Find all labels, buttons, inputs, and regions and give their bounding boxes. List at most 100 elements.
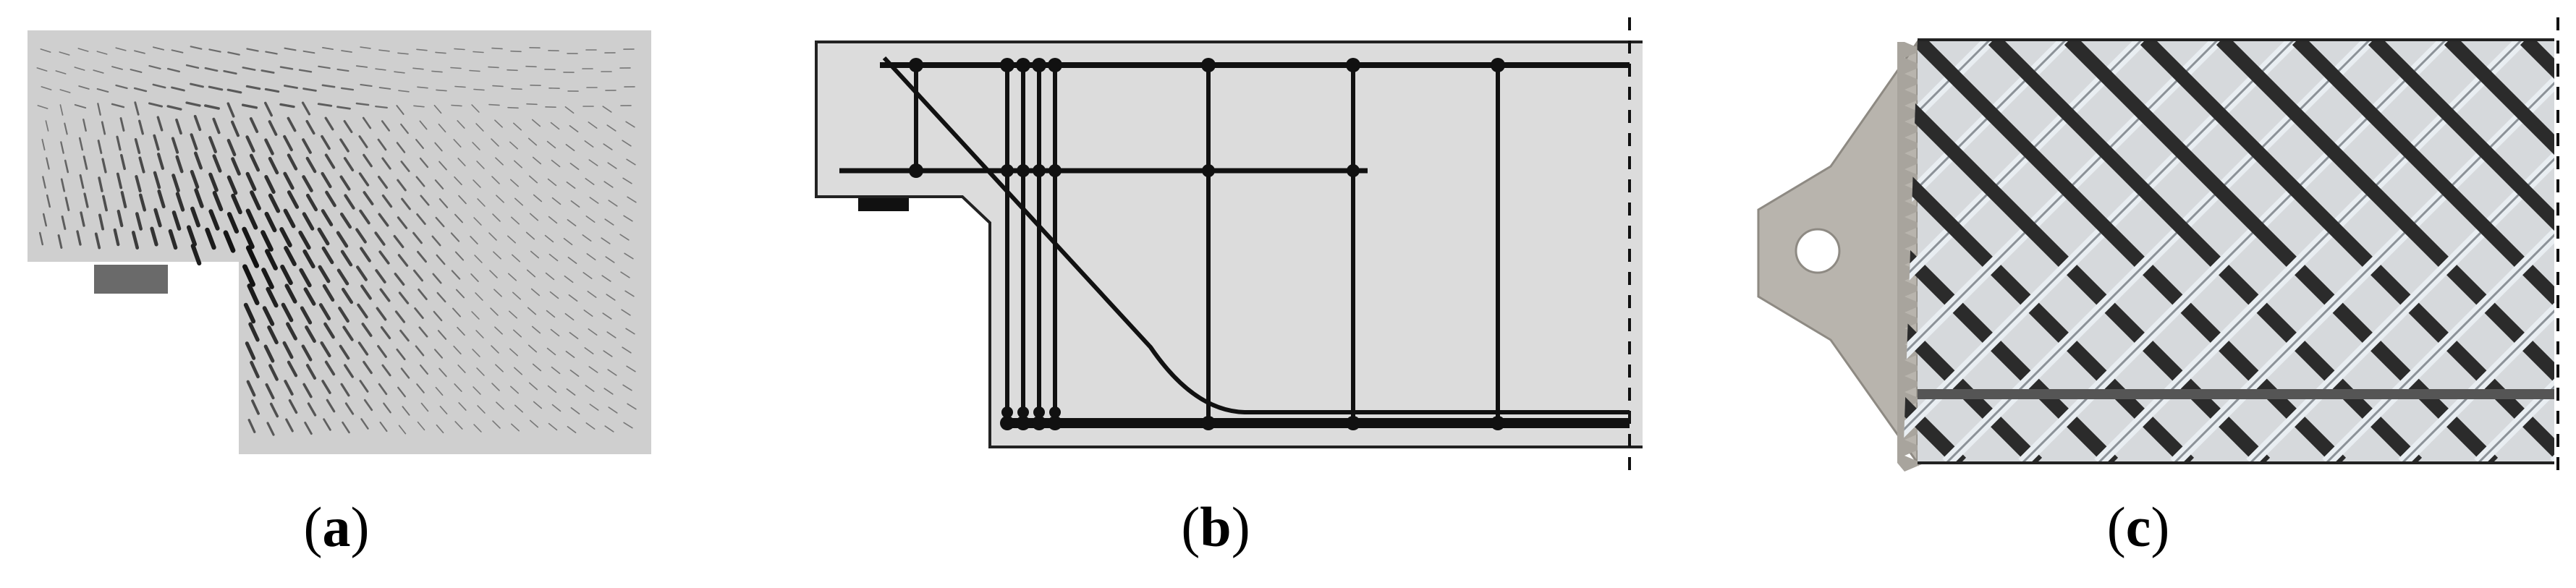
stress-dash: [284, 380, 294, 396]
stress-dash: [212, 190, 224, 212]
bar-node: [1017, 406, 1029, 418]
stress-dash: [298, 69, 313, 73]
stress-dash: [627, 403, 637, 410]
stress-dash: [488, 232, 497, 241]
bar-node: [909, 163, 923, 178]
stress-dash: [80, 211, 85, 227]
stress-dash: [589, 404, 599, 411]
stress-dash: [438, 198, 449, 208]
stress-dash: [550, 122, 560, 130]
stress-dash: [190, 46, 203, 50]
stress-dash: [476, 367, 485, 376]
stress-dash: [435, 51, 446, 54]
stress-dash: [97, 140, 103, 154]
stress-dash: [79, 174, 85, 189]
stress-dash: [400, 161, 410, 172]
stress-dash: [588, 159, 598, 166]
stress-dash: [283, 208, 296, 229]
stress-dash: [360, 418, 369, 430]
stress-dash: [208, 85, 224, 91]
stress-dash: [626, 158, 636, 166]
stress-dash: [245, 85, 261, 90]
stress-dash: [491, 138, 499, 147]
stress-dash: [455, 289, 465, 299]
stress-dash: [491, 47, 503, 50]
stress-dash: [42, 176, 46, 189]
stress-dash: [279, 66, 294, 70]
stress-dash: [97, 103, 101, 116]
stress-dash: [434, 179, 444, 189]
stress-dash: [245, 208, 258, 230]
stress-dash: [261, 268, 274, 289]
stress-dash: [416, 383, 425, 393]
stress-dash: [359, 209, 370, 225]
bar-node: [1048, 58, 1062, 72]
stress-dash: [323, 418, 331, 431]
stress-dash: [153, 171, 161, 189]
stress-dash: [307, 402, 317, 417]
stress-dash: [171, 137, 179, 154]
stress-dash: [148, 64, 161, 70]
stress-dash: [175, 192, 185, 212]
dapped-end-beam-shape: [27, 30, 651, 454]
stress-dash: [287, 153, 298, 171]
stress-dash: [138, 156, 145, 174]
textile-strand-dark: [2292, 40, 2554, 463]
bar-node: [1001, 164, 1014, 177]
stress-dash: [533, 194, 543, 203]
stress-dash: [326, 399, 336, 413]
stress-dash: [247, 284, 260, 305]
textile-reinforcement-photo: [1757, 17, 2559, 477]
stress-dash: [509, 348, 519, 357]
stress-dash: [469, 69, 480, 72]
bearing-plate: [858, 198, 909, 211]
stress-dash: [283, 171, 295, 190]
stress-dash: [434, 142, 443, 152]
stress-dash: [436, 254, 446, 265]
stress-dash: [323, 322, 335, 339]
stress-dash: [287, 360, 298, 378]
stress-dash: [171, 210, 182, 231]
stress-dash: [528, 344, 538, 353]
stress-dash: [363, 360, 373, 375]
stress-dash: [458, 402, 467, 411]
stress-dash: [398, 425, 407, 435]
stress-dash: [494, 326, 503, 335]
stress-dash: [321, 380, 331, 394]
stress-dash: [508, 310, 518, 319]
stress-dash: [245, 341, 256, 360]
stress-dash: [300, 306, 313, 325]
stress-dash: [78, 137, 84, 151]
stress-dash: [380, 325, 391, 340]
stress-dash: [472, 349, 480, 357]
stress-dash: [241, 103, 258, 109]
stress-dash: [569, 331, 579, 340]
stress-dash: [340, 250, 353, 267]
bar-node: [1048, 164, 1062, 177]
stress-dash: [589, 197, 599, 204]
stress-dash: [279, 227, 292, 247]
bar-node: [1033, 406, 1045, 418]
stress-dash: [585, 178, 595, 185]
stress-dash: [509, 141, 519, 150]
stress-dash: [376, 307, 387, 321]
stress-dash: [304, 421, 313, 435]
stress-dash: [245, 245, 260, 268]
stress-dash: [212, 154, 222, 173]
stress-dash: [529, 419, 539, 428]
anchor-hole: [1795, 228, 1841, 274]
stress-dash: [134, 101, 140, 116]
stress-dash: [190, 82, 204, 88]
stress-dash: [526, 103, 538, 106]
stress-dash: [243, 302, 256, 324]
bar-node: [1491, 416, 1505, 430]
stress-dash: [302, 383, 313, 399]
stress-dash: [495, 157, 504, 166]
stress-dash: [416, 48, 428, 51]
stress-dash: [566, 182, 576, 189]
stress-dash: [381, 157, 391, 170]
stress-dash: [626, 365, 636, 372]
stress-dash: [413, 269, 423, 282]
stress-dash: [175, 118, 182, 135]
stress-dash: [416, 213, 426, 226]
